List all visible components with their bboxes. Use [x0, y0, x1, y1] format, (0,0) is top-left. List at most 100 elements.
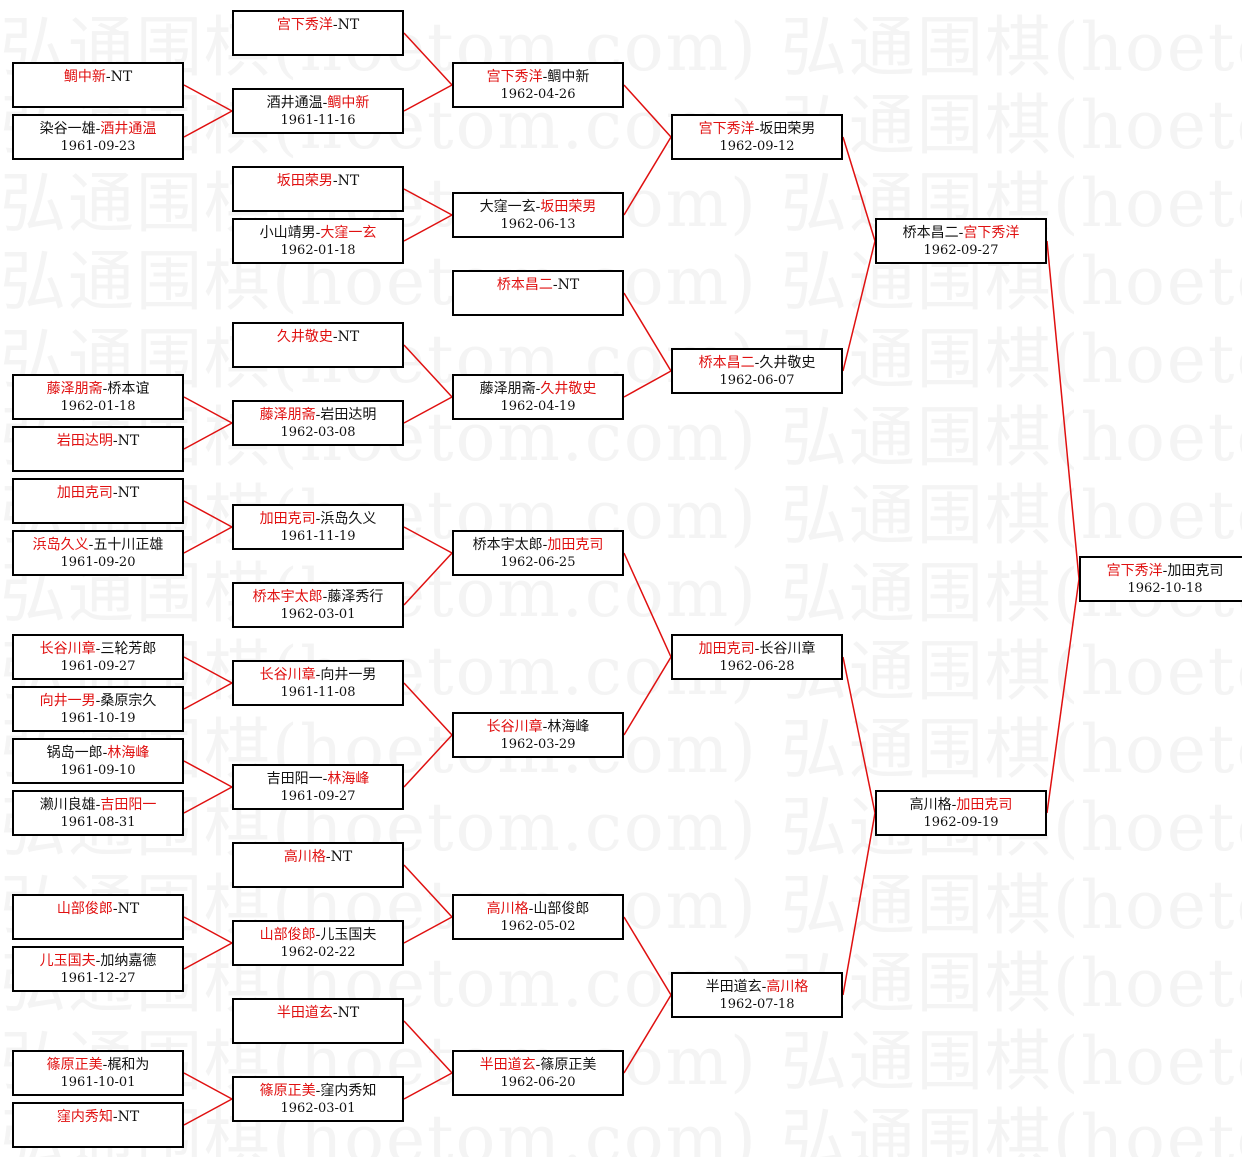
match-box: 山部俊郎-NT [12, 894, 184, 940]
separator: - [332, 17, 338, 33]
match-date: 1962-06-20 [500, 1075, 576, 1090]
player-1-name: 长谷川章 [486, 719, 543, 735]
player-2-name: NT [117, 485, 140, 501]
match-players: 加田克司-NT [14, 484, 182, 502]
match-box: 半田道玄-NT [232, 998, 404, 1044]
separator: - [95, 797, 101, 813]
player-1-name: 小山靖男 [259, 225, 316, 241]
bracket-connector [183, 1072, 233, 1100]
separator: - [95, 121, 101, 137]
bracket-connector [403, 1072, 453, 1100]
match-box: 坂田荣男-NT [232, 166, 404, 212]
player-2-name: 大窪一玄 [320, 225, 377, 241]
separator: - [322, 95, 328, 111]
player-1-name: 酒井通温 [266, 95, 323, 111]
bracket-connector [1046, 578, 1080, 814]
bracket-connector [842, 812, 876, 996]
match-date: 1962-09-19 [923, 815, 999, 830]
bracket-connector [403, 734, 453, 788]
player-2-name: 浜岛久义 [320, 511, 377, 527]
player-1-name: 山部俊郎 [259, 927, 316, 943]
match-date: 1962-09-27 [923, 243, 999, 258]
bracket-connector [1046, 240, 1080, 580]
separator: - [325, 849, 331, 865]
separator: - [535, 199, 541, 215]
player-2-name: NT [337, 329, 360, 345]
match-players: 宫下秀洋-加田克司 [1081, 562, 1242, 580]
match-date: 1962-05-02 [500, 919, 576, 934]
match-date: 1962-06-07 [719, 373, 795, 388]
separator: - [315, 927, 321, 943]
match-players: 高川格-山部俊郎 [454, 900, 622, 918]
match-box: 山部俊郎-儿玉国夫 1962-02-22 [232, 920, 404, 966]
bracket-connector [403, 214, 453, 242]
match-players: 长谷川章-林海峰 [454, 718, 622, 736]
match-box: 加田克司-NT [12, 478, 184, 524]
match-players: 长谷川章-三轮芳郎 [14, 640, 182, 658]
bracket-connector [623, 994, 672, 1074]
match-players: 岩田达明-NT [14, 432, 182, 450]
player-1-name: 藤泽朋斋 [259, 407, 316, 423]
separator: - [535, 1057, 541, 1073]
player-1-name: 桥本昌二 [902, 225, 959, 241]
separator: - [105, 69, 111, 85]
player-2-name: 儿玉国夫 [320, 927, 377, 943]
match-date: 1962-04-26 [500, 87, 576, 102]
match-box: 宫下秀洋-NT [232, 10, 404, 56]
match-players: 高川格-加田克司 [877, 796, 1045, 814]
player-2-name: 加纳嘉德 [100, 953, 157, 969]
match-players: 半田道玄-NT [234, 1004, 402, 1022]
player-2-name: NT [330, 849, 353, 865]
player-2-name: 久井敬史 [540, 381, 597, 397]
player-1-name: 窪内秀知 [56, 1109, 113, 1125]
match-date: 1962-03-08 [280, 425, 356, 440]
player-2-name: 三轮芳郎 [100, 641, 157, 657]
separator: - [322, 771, 328, 787]
player-1-name: 加田克司 [259, 511, 316, 527]
separator: - [332, 173, 338, 189]
match-players: 半田道玄-高川格 [673, 978, 841, 996]
match-date: 1961-10-01 [60, 1075, 136, 1090]
player-1-name: 向井一男 [39, 693, 96, 709]
player-1-name: 高川格 [486, 901, 529, 917]
player-1-name: 宫下秀洋 [698, 121, 755, 137]
match-date: 1961-09-23 [60, 139, 136, 154]
separator: - [315, 511, 321, 527]
match-players: 加田克司-浜岛久义 [234, 510, 402, 528]
player-2-name: 加田克司 [956, 797, 1013, 813]
match-date: 1962-02-22 [280, 945, 356, 960]
match-date: 1962-01-18 [60, 399, 136, 414]
bracket-connector [403, 84, 453, 112]
player-1-name: 儿玉国夫 [39, 953, 96, 969]
match-players: 儿玉国夫-加纳嘉德 [14, 952, 182, 970]
separator: - [542, 69, 548, 85]
player-1-name: 大窪一玄 [479, 199, 536, 215]
match-date: 1961-09-10 [60, 763, 136, 778]
player-2-name: 岩田达明 [320, 407, 377, 423]
separator: - [332, 1005, 338, 1021]
player-1-name: 加田克司 [698, 641, 755, 657]
player-2-name: 加田克司 [1167, 563, 1224, 579]
player-2-name: 桥本谊 [107, 381, 150, 397]
match-players: 大窪一玄-坂田荣男 [454, 198, 622, 216]
separator: - [761, 979, 767, 995]
player-1-name: 染谷一雄 [39, 121, 96, 137]
player-1-name: 高川格 [909, 797, 952, 813]
match-players: 久井敬史-NT [234, 328, 402, 346]
player-2-name: 长谷川章 [759, 641, 816, 657]
bracket-connector [403, 682, 453, 736]
player-2-name: 高川格 [766, 979, 809, 995]
player-2-name: 坂田荣男 [540, 199, 597, 215]
player-2-name: 山部俊郎 [533, 901, 590, 917]
match-date: 1961-12-27 [60, 971, 136, 986]
separator: - [95, 953, 101, 969]
player-2-name: NT [337, 1005, 360, 1021]
